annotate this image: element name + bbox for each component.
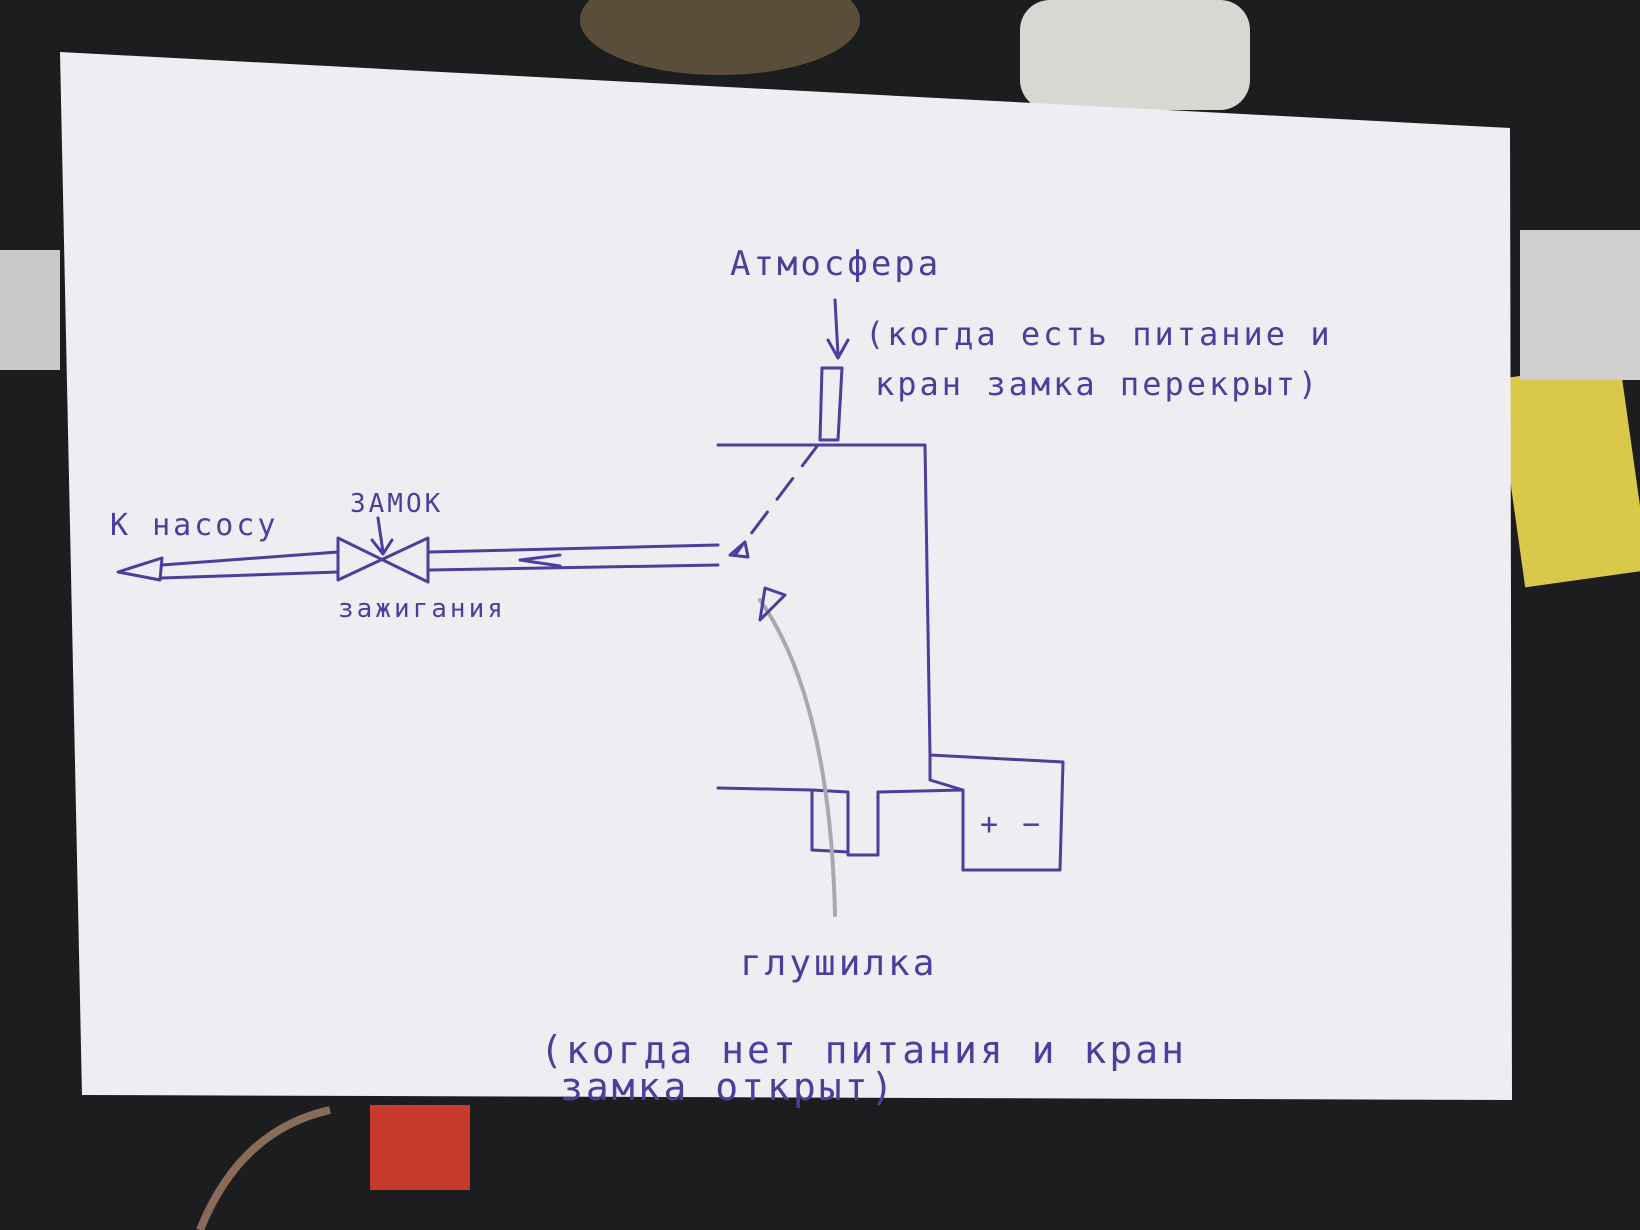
valve-body <box>716 443 1065 872</box>
pump-pipe <box>160 550 340 580</box>
label-minus: − <box>1022 807 1043 842</box>
lock-pointer-arrow <box>376 516 385 554</box>
ignition-lock-valve <box>336 536 430 584</box>
lock-pointer-head <box>370 538 394 556</box>
label-lock-bottom: зажигания <box>338 594 506 624</box>
background-red-switch <box>370 1105 470 1190</box>
valve-diagram <box>116 298 1065 872</box>
label-lock-top: ЗАМОК <box>350 489 443 519</box>
atmosphere-arrow-shaft <box>833 298 840 357</box>
pump-arrow-head <box>116 556 164 582</box>
valve-flap-dashed <box>733 443 820 557</box>
paper-sheet <box>60 52 1512 1100</box>
background-cup <box>1020 0 1250 110</box>
label-atmosphere-note-2: кран замка перекрыт) <box>875 365 1320 403</box>
label-atmosphere-note-1: (когда есть питание и <box>865 315 1333 353</box>
muffler-flow-arrow <box>758 586 787 622</box>
background-cable <box>196 1106 331 1230</box>
background-object-top <box>580 0 860 75</box>
label-atmosphere: Атмосфера <box>730 244 941 284</box>
battery-compartment <box>928 753 965 792</box>
atmosphere-arrow-head <box>826 338 850 360</box>
background-device-left <box>0 250 60 370</box>
label-to-pump: К насосу <box>110 508 279 543</box>
muffler-flow-line <box>758 598 837 917</box>
label-plus: + <box>980 807 1001 842</box>
background-device-right <box>1520 230 1640 380</box>
atmosphere-nozzle <box>818 366 844 442</box>
label-muffler: глушилка <box>740 943 937 984</box>
label-muffler-note-2: замка открыт) <box>560 1065 896 1109</box>
outlet-pipe <box>428 543 720 572</box>
flow-arrow-right <box>518 553 562 568</box>
valve-seat-triangle <box>728 540 750 559</box>
label-muffler-note-1: (когда нет питания и кран <box>540 1028 1187 1072</box>
background-yellow-label <box>1495 361 1640 588</box>
